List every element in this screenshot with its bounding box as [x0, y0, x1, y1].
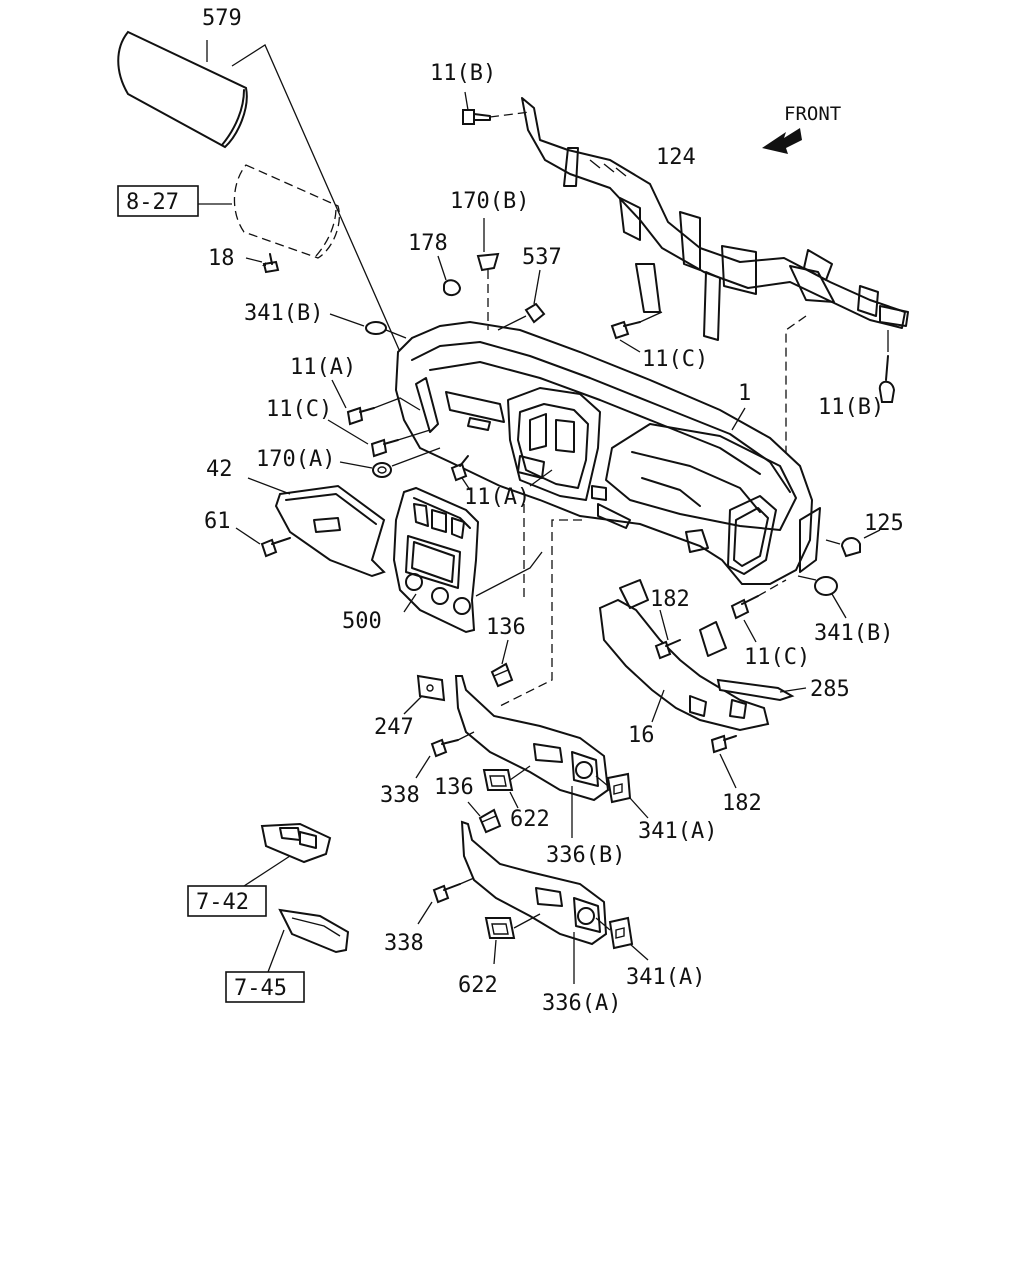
ref-7-42-label: 7-42: [196, 890, 249, 915]
part-622-switch-upper: [482, 765, 531, 809]
bolt-182-lower: [710, 734, 737, 789]
part-622-switch-lower: [484, 913, 541, 965]
callout-537: 537: [522, 245, 562, 270]
callout-124: 124: [656, 145, 696, 170]
callout-622-lower: 622: [458, 973, 498, 998]
part-537-nut: [497, 269, 546, 331]
callout-579: 579: [202, 6, 242, 31]
ref-box-7-42: 7-42: [187, 885, 267, 917]
callout-42: 42: [206, 457, 233, 482]
callout-500: 500: [342, 609, 382, 634]
callout-170a: 170(A): [256, 447, 335, 472]
part-341a-plug-upper: [595, 772, 649, 819]
callout-341b-left: 341(B): [244, 301, 323, 326]
callout-11b-right: 11(B): [818, 395, 884, 420]
callout-11c-left: 11(C): [266, 397, 332, 422]
bolt-182-upper: [654, 609, 681, 660]
part-336a-lower-cover: [460, 820, 608, 984]
part-136-clip-upper: [490, 639, 514, 688]
bolt-11a-upper: [331, 379, 421, 426]
callout-338-lower: 338: [384, 931, 424, 956]
callout-178: 178: [408, 231, 448, 256]
callout-182-upper: 182: [650, 587, 690, 612]
front-direction-arrow: [762, 128, 802, 154]
part-170a-grommet: [339, 447, 441, 478]
bolt-11a-lower: [450, 455, 553, 491]
part-285-bracket: [716, 678, 807, 702]
callout-285: 285: [810, 677, 850, 702]
part-341b-plug-left: [329, 313, 407, 339]
callout-338-upper: 338: [380, 783, 420, 808]
callout-11c-right-top: 11(C): [642, 347, 708, 372]
callout-170b: 170(B): [450, 189, 529, 214]
callout-11c-right: 11(C): [744, 645, 810, 670]
callout-11b-top: 11(B): [430, 61, 496, 86]
callout-336b: 336(B): [546, 843, 625, 868]
callout-16: 16: [628, 723, 655, 748]
part-18-screw: [245, 253, 280, 274]
callout-341a-lower: 341(A): [626, 965, 705, 990]
bolt-11b-top: [462, 91, 531, 125]
part-16-knee-bracket: [598, 579, 770, 732]
callout-11a-lower: 11(A): [464, 485, 530, 510]
callout-136-lower: 136: [434, 775, 474, 800]
bolt-11c-left: [327, 419, 431, 458]
part-247-clip: [403, 674, 446, 715]
bolt-11b-right: [878, 330, 896, 403]
part-341b-plug-right: [797, 575, 847, 619]
front-label: FRONT: [784, 103, 841, 125]
callout-18: 18: [208, 246, 235, 271]
bolt-11c-upper: [610, 311, 663, 353]
ref-8-27-label: 8-27: [126, 190, 179, 215]
part-1-instrument-panel: [394, 320, 821, 585]
callout-125: 125: [864, 511, 904, 536]
callout-247: 247: [374, 715, 414, 740]
callout-341b-right: 341(B): [814, 621, 893, 646]
ref-745-tray-part: [267, 908, 350, 973]
airbag-assembly-outline: [233, 164, 340, 259]
part-61-screw: [235, 527, 291, 558]
callout-622-upper: 622: [510, 807, 550, 832]
part-579-airbag-cover: [117, 30, 248, 149]
callout-1: 1: [738, 381, 751, 406]
part-178-clip: [437, 255, 462, 296]
callout-11a-upper: 11(A): [290, 355, 356, 380]
part-125-clip: [825, 529, 881, 558]
ref-box-8-27: 8-27: [117, 185, 199, 217]
part-42-glovebox-panel: [247, 477, 386, 578]
ref-742-tray-part: [243, 822, 332, 887]
ref-7-45-label: 7-45: [234, 976, 287, 1001]
ref-box-7-45: 7-45: [225, 971, 305, 1003]
callout-61: 61: [204, 509, 231, 534]
callout-341a-upper: 341(A): [638, 819, 717, 844]
bolt-338-upper: [415, 731, 475, 779]
part-170b-clip: [476, 218, 500, 330]
bolt-11c-right: [730, 579, 787, 643]
callout-336a: 336(A): [542, 991, 621, 1016]
part-341a-plug-lower: [595, 916, 649, 961]
bolt-338-lower: [417, 877, 475, 925]
callout-182-lower: 182: [722, 791, 762, 816]
part-500-center-bezel: [392, 486, 543, 634]
callout-136-upper: 136: [486, 615, 526, 640]
part-336b-lower-cover: [454, 675, 610, 838]
part-136-clip-lower: [467, 801, 502, 834]
part-124-crossmember: [521, 97, 909, 341]
